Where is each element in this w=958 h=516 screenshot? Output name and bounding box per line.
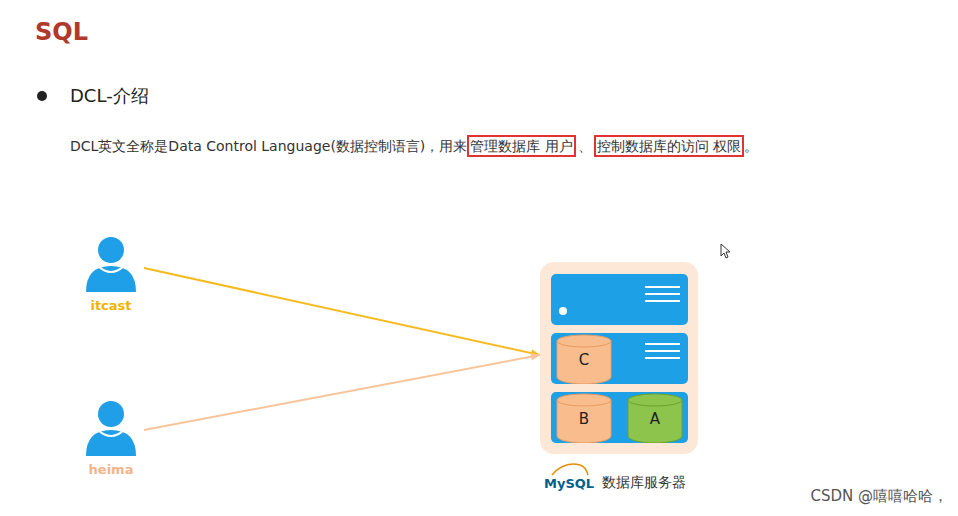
section-heading: DCL-介绍	[70, 84, 149, 108]
access-arrow	[144, 353, 540, 430]
description-text: 、	[578, 138, 592, 154]
dolphin-icon	[550, 461, 590, 477]
highlighted-phrase: 控制数据库的访问 权限	[594, 135, 744, 157]
user-icon	[78, 398, 144, 460]
user-node: itcast	[78, 234, 144, 320]
user-name: itcast	[78, 298, 144, 313]
mysql-logo: MySQL	[544, 473, 594, 492]
description-text: 。	[744, 138, 758, 154]
logo-text: MySQL	[544, 476, 594, 491]
watermark: CSDN @嘻嘻哈哈，	[810, 487, 948, 506]
description-paragraph: DCL英文全称是Data Control Language(数据控制语言)，用来…	[70, 134, 758, 158]
database-node: B	[556, 393, 612, 443]
database-node: A	[627, 393, 683, 443]
access-arrow	[144, 268, 540, 357]
mouse-cursor	[721, 244, 730, 258]
database-node: C	[556, 334, 612, 384]
database-name: A	[627, 410, 683, 428]
user-node: heima	[78, 398, 144, 484]
database-name: B	[556, 410, 612, 428]
slide-title: SQL	[35, 18, 88, 46]
server-caption-row: MySQL 数据库服务器	[544, 472, 686, 492]
highlighted-phrase: 管理数据库 用户	[467, 135, 575, 157]
user-name: heima	[78, 462, 144, 477]
database-name: C	[556, 351, 612, 369]
database-server: MySQL数据库服务器CBA	[540, 262, 698, 454]
server-caption: 数据库服务器	[602, 474, 686, 492]
description-text: DCL英文全称是Data Control Language(数据控制语言)，用来	[70, 138, 467, 154]
user-icon	[78, 234, 144, 296]
bullet-dot	[37, 91, 47, 101]
